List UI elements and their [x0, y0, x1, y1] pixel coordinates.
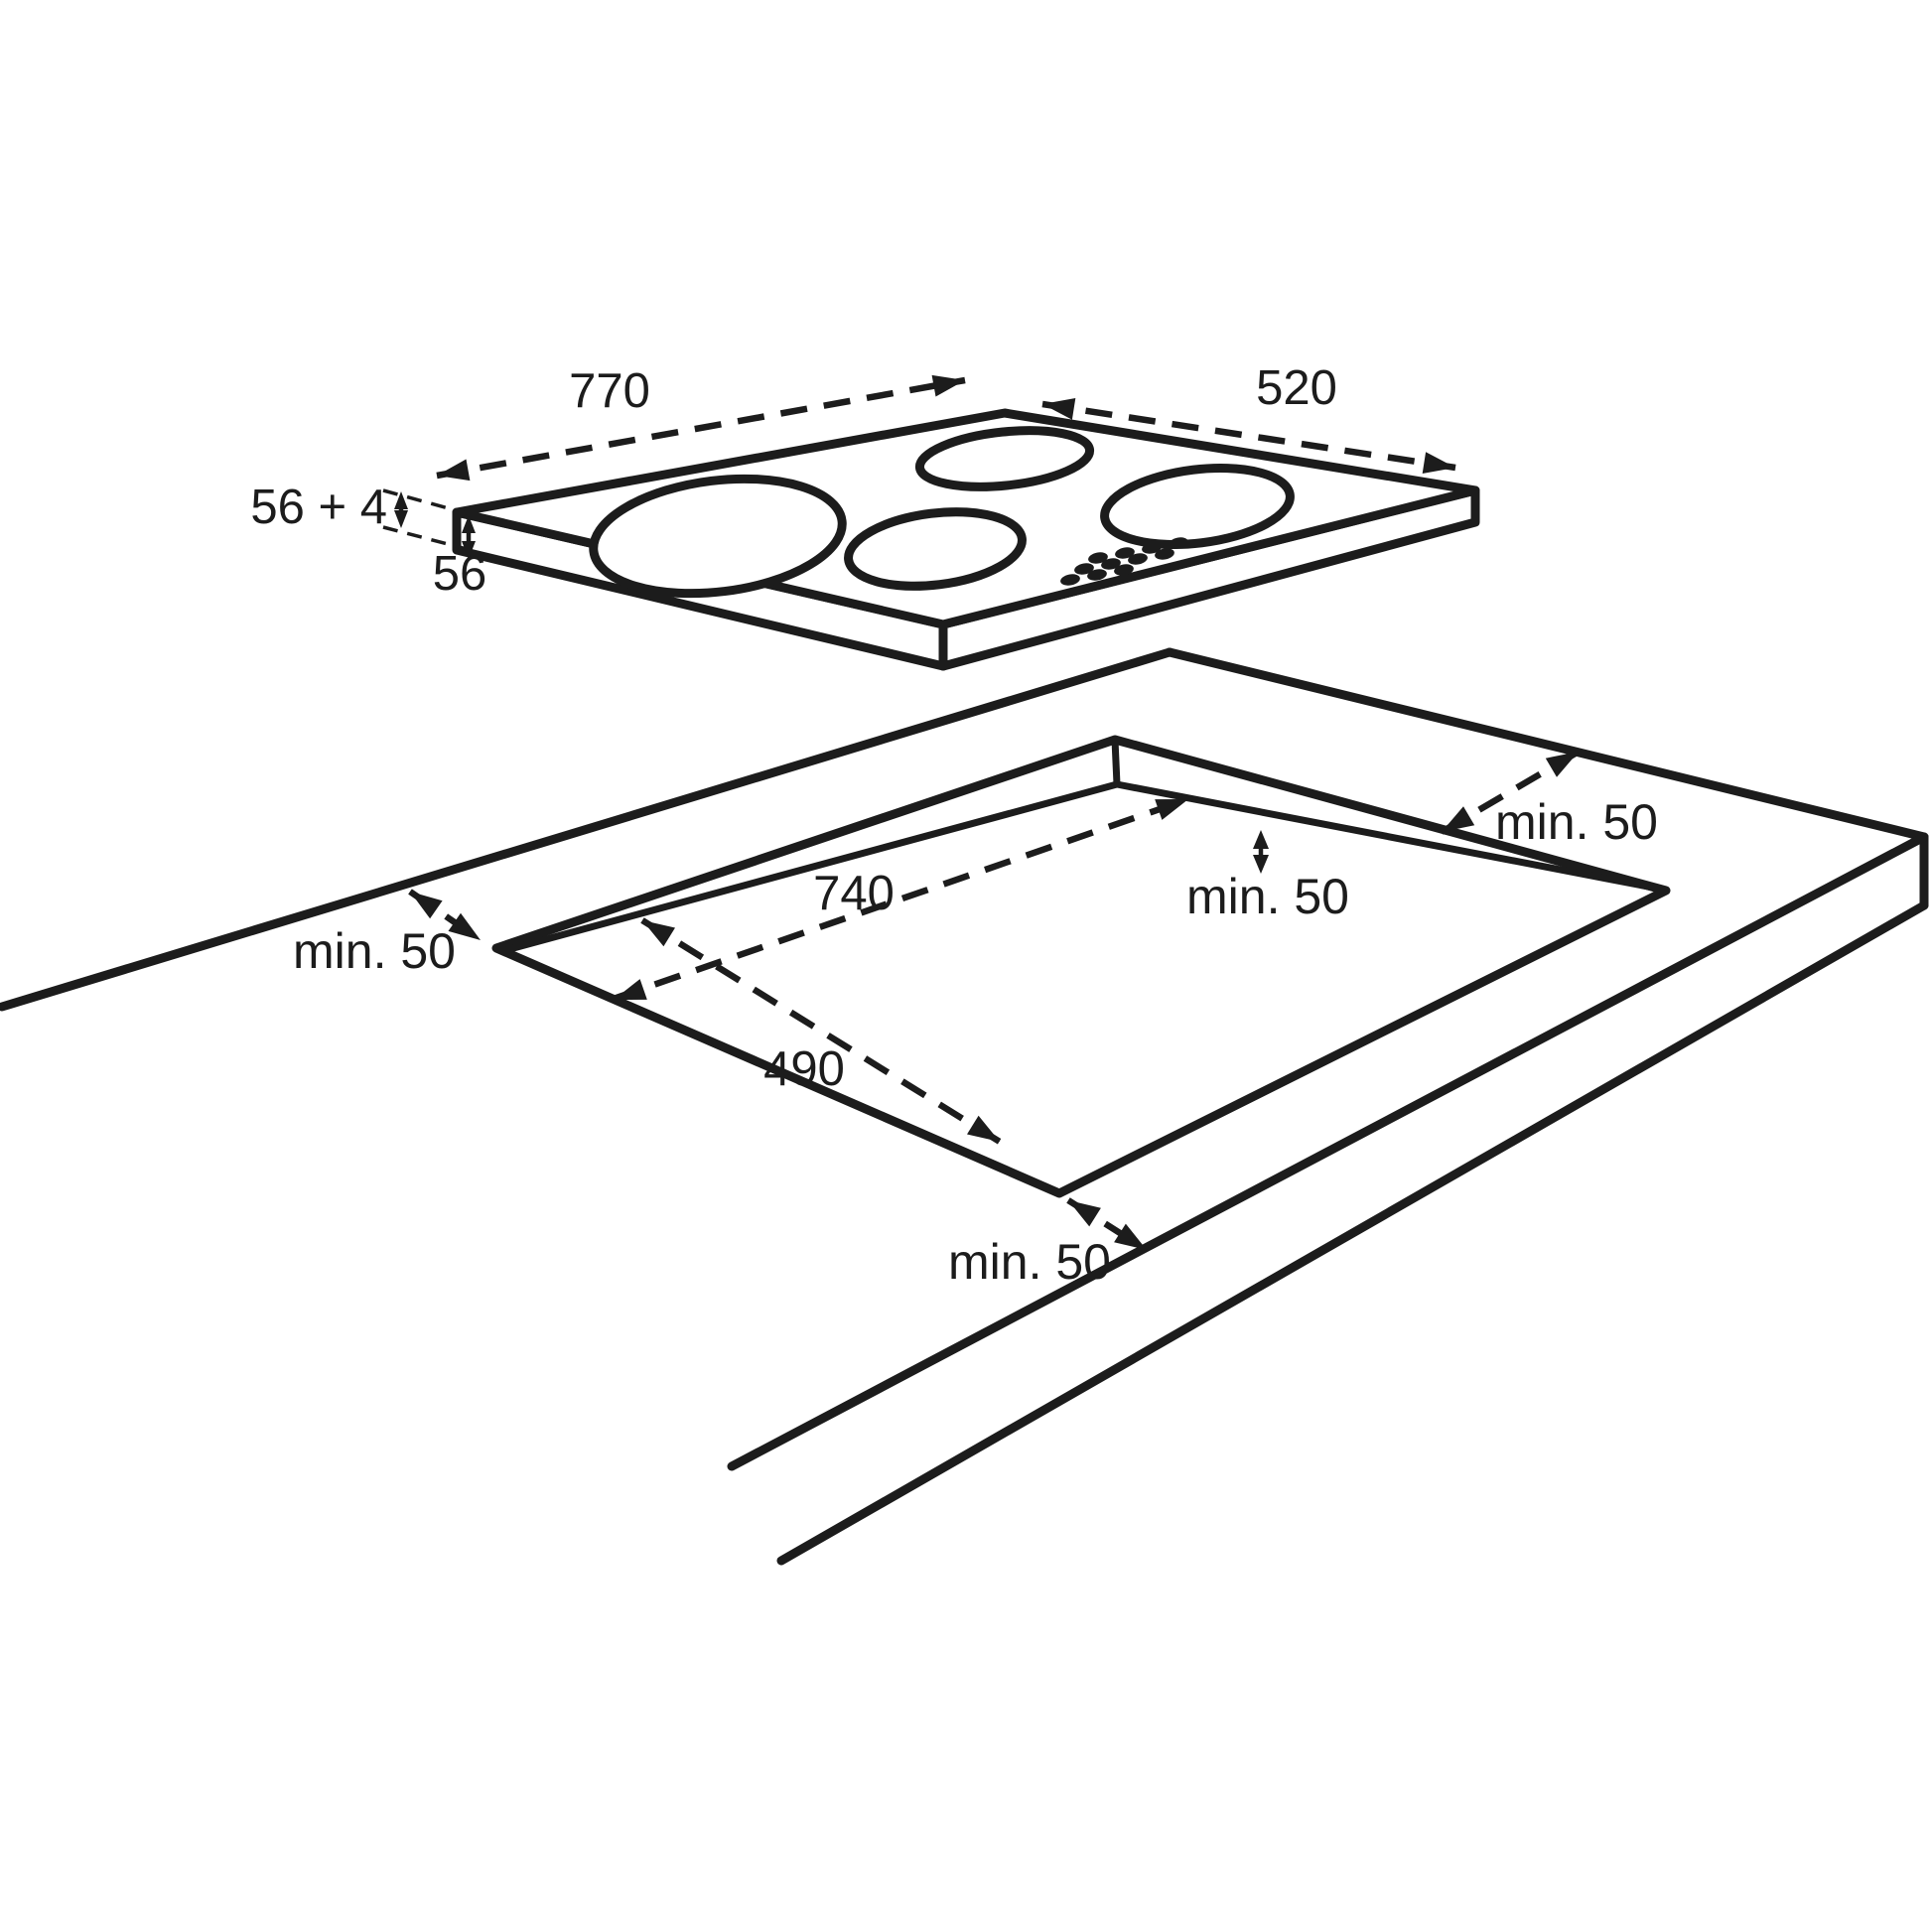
- cutout-corner-vertical-edge: [1111, 736, 1121, 788]
- dimension-hob-height-body: 56: [433, 515, 487, 601]
- burner-ellipse: [589, 474, 847, 599]
- height-guide-line: [382, 488, 468, 515]
- worktop: [0, 647, 1929, 1566]
- hob-burners: [589, 426, 1295, 599]
- dimension-cutout-depth: 490: [640, 917, 1002, 1145]
- dimension-hob-depth: 520: [1041, 361, 1456, 474]
- clearance-front-label: min. 50: [948, 1234, 1111, 1290]
- arrowhead-icon: [1155, 799, 1188, 820]
- arrowhead-icon: [967, 1115, 1000, 1142]
- clearance-left: min. 50: [293, 889, 483, 979]
- clearance-left-label: min. 50: [293, 923, 456, 979]
- dimension-hob-width: 770: [436, 364, 966, 482]
- arrowhead-icon: [462, 515, 476, 533]
- worktop-front-top-edge: [727, 832, 1929, 1471]
- burner-ellipse: [844, 507, 1027, 591]
- worktop-back-left-edge: [0, 647, 1174, 1012]
- clearance-back-right: min. 50: [1440, 749, 1658, 850]
- clearance-back: min. 50: [1186, 830, 1349, 924]
- arrowhead-icon: [394, 510, 408, 528]
- dimension-line: [1041, 400, 1456, 472]
- arrowhead-icon: [1042, 398, 1076, 420]
- arrowhead-icon: [448, 912, 481, 940]
- arrowhead-icon: [437, 459, 471, 482]
- worktop-back-right-edge: [1165, 647, 1929, 842]
- arrowhead-icon: [462, 541, 476, 559]
- arrowhead-icon: [1114, 1223, 1147, 1250]
- dimension-line: [612, 795, 1190, 1003]
- arrowhead-icon: [1253, 855, 1269, 874]
- dimension-line: [436, 376, 966, 480]
- hob-height-total-label: 56 + 4: [250, 481, 387, 534]
- clearance-front: min. 50: [948, 1197, 1149, 1290]
- cutout-width-label: 740: [813, 867, 895, 920]
- cutout-opening: [491, 735, 1671, 1198]
- hob-height-body-label: 56: [433, 547, 487, 601]
- burner-ellipse: [914, 426, 1095, 491]
- control-dots: [1060, 537, 1188, 586]
- clearance-back-right-label: min. 50: [1495, 794, 1658, 850]
- worktop-cutout: [491, 735, 1671, 1198]
- arrowhead-icon: [931, 374, 965, 397]
- worktop-front-bottom-edge: [776, 900, 1929, 1566]
- dimension-line: [640, 917, 1002, 1145]
- arrowhead-icon: [1442, 806, 1475, 832]
- hob: [452, 408, 1480, 671]
- arrowhead-icon: [394, 491, 408, 509]
- burner-ellipse: [1100, 464, 1295, 549]
- dimension-cutout-width: 740: [612, 795, 1190, 1003]
- arrowhead-icon: [410, 892, 443, 919]
- clearance-back-label: min. 50: [1186, 869, 1349, 924]
- arrowhead-icon: [642, 920, 675, 947]
- cutout-inner-right-edge: [1113, 780, 1657, 892]
- cutout-inner-left-edge: [498, 780, 1121, 955]
- dimension-hob-height-total: 56 + 4: [250, 481, 472, 552]
- arrowhead-icon: [1068, 1200, 1101, 1227]
- arrowhead-icon: [1422, 452, 1455, 474]
- arrowhead-icon: [1253, 830, 1269, 849]
- height-guide-line: [382, 525, 472, 552]
- cutout-depth-label: 490: [763, 1042, 845, 1096]
- arrowhead-icon: [1545, 752, 1579, 777]
- hob-width-label: 770: [569, 364, 650, 418]
- hob-depth-label: 520: [1256, 361, 1337, 415]
- arrowhead-icon: [614, 979, 647, 1000]
